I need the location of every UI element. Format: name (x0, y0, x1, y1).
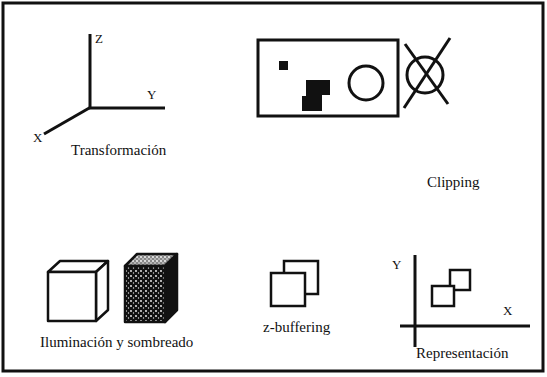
axis-label: Z (95, 32, 103, 46)
stage-label: Iluminación y sombreado (40, 334, 193, 351)
axis-label: Y (147, 88, 156, 102)
zbuffer-squares (271, 261, 318, 306)
stage-label: Transformación (71, 142, 166, 159)
xyz-axes (44, 34, 165, 134)
xy-axes (400, 255, 530, 347)
frame (3, 3, 543, 371)
screen-squares (432, 270, 470, 306)
axis-label: X (503, 304, 512, 318)
axis-label: X (33, 131, 42, 145)
shaded-cubes (48, 254, 177, 322)
stage-label: z-buffering (263, 319, 330, 336)
axis-label: Y (392, 258, 401, 272)
stage-label: Representación (416, 345, 508, 362)
stage-label: Clipping (427, 174, 480, 191)
clipping-window (258, 38, 450, 116)
